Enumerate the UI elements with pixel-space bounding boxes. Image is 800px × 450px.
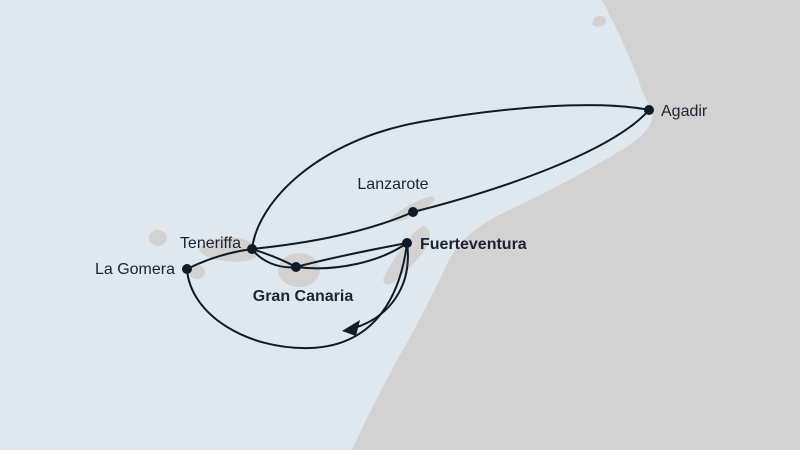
route-fuerteventura-hook bbox=[353, 242, 409, 329]
port-dot-fuerteventura bbox=[402, 238, 412, 248]
route-lagomera-fuerteventura-loop bbox=[186, 242, 408, 350]
port-label-gran-canaria: Gran Canaria bbox=[253, 288, 354, 305]
island-teneriffa bbox=[199, 237, 258, 262]
port-dot-lanzarote bbox=[408, 207, 418, 217]
route-lanzarote-teneriffa bbox=[251, 211, 414, 250]
direction-arrow-icon bbox=[342, 320, 360, 336]
island-fuerteventura bbox=[383, 226, 430, 285]
port-label-fuerteventura: Fuerteventura bbox=[420, 236, 527, 253]
africa-landmass bbox=[352, 0, 800, 450]
port-dot-la-gomera bbox=[182, 264, 192, 274]
route-agadir-lanzarote bbox=[412, 109, 650, 213]
port-label-agadir: Agadir bbox=[661, 103, 708, 120]
port-dot-agadir bbox=[644, 105, 654, 115]
island-la-palma bbox=[149, 230, 167, 246]
islet-north bbox=[592, 15, 607, 27]
port-label-la-gomera: La Gomera bbox=[95, 261, 175, 278]
route-teneriffa-agadir bbox=[251, 104, 650, 250]
route-teneriffa-lagomera bbox=[186, 248, 253, 270]
route-fuerteventura-grancanaria-out bbox=[295, 242, 408, 268]
port-label-teneriffa: Teneriffa bbox=[180, 235, 241, 252]
port-dot-teneriffa bbox=[247, 244, 257, 254]
port-dot-gran-canaria bbox=[291, 262, 301, 272]
route-fuerteventura-grancanaria-back bbox=[295, 242, 408, 270]
island-la-gomera bbox=[189, 265, 205, 279]
port-label-lanzarote: Lanzarote bbox=[357, 176, 428, 193]
